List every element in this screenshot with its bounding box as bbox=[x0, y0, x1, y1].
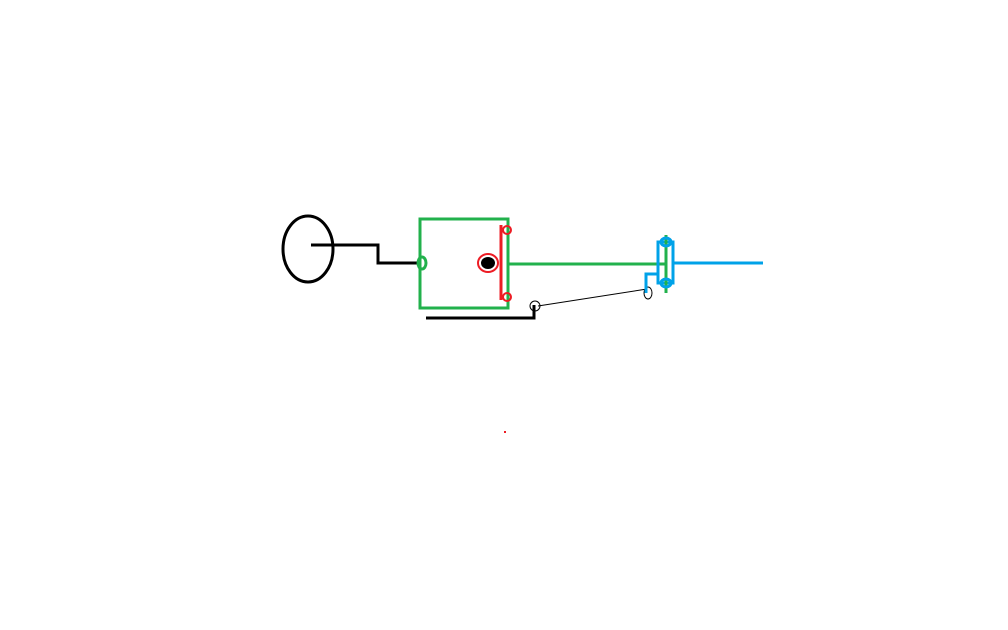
blue-lever-line bbox=[644, 272, 659, 293]
black-ground-line bbox=[426, 305, 536, 320]
red-ring bbox=[477, 253, 499, 273]
thin-link-line bbox=[537, 288, 648, 307]
source-ellipse bbox=[281, 214, 335, 284]
black-connector-line bbox=[311, 243, 420, 265]
green-input-node bbox=[416, 255, 428, 271]
red-top-node bbox=[502, 225, 512, 235]
blue-top-node bbox=[659, 236, 673, 248]
blue-bottom-node bbox=[659, 277, 673, 289]
black-core bbox=[481, 257, 495, 269]
red-bottom-node bbox=[502, 292, 512, 302]
link-end-node bbox=[643, 286, 653, 300]
red-dot bbox=[504, 431, 506, 433]
